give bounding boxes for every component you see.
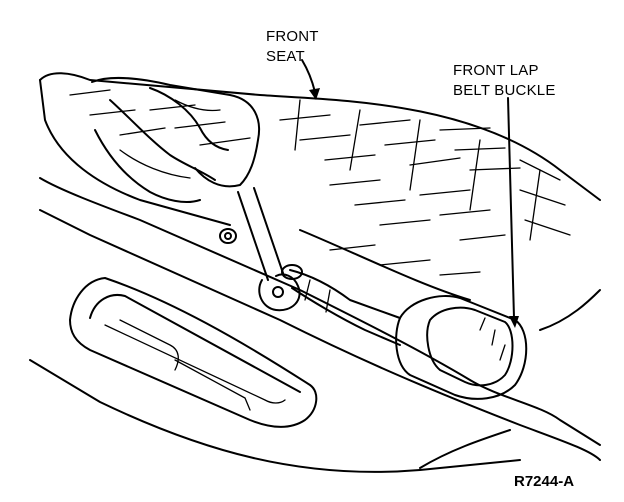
callout-buckle bbox=[507, 97, 519, 328]
seat-texture bbox=[69, 89, 571, 276]
belt-strap bbox=[281, 264, 401, 346]
front-lap-belt-buckle bbox=[395, 295, 528, 400]
hand bbox=[91, 77, 260, 203]
front-seat-label-line1: FRONT bbox=[266, 28, 319, 45]
figure-id: R7244-A bbox=[514, 473, 574, 490]
buckle-label-line1: FRONT LAP bbox=[453, 62, 539, 79]
wrench bbox=[237, 187, 301, 312]
buckle-label-line2: BELT BUCKLE bbox=[453, 82, 556, 99]
floor-panel bbox=[39, 177, 601, 461]
anchor-bolt bbox=[219, 228, 237, 244]
callout-front-seat bbox=[301, 59, 320, 100]
door-sill bbox=[29, 277, 521, 473]
front-seat-label-line2: SEAT bbox=[266, 48, 305, 65]
front-seat bbox=[39, 72, 601, 331]
